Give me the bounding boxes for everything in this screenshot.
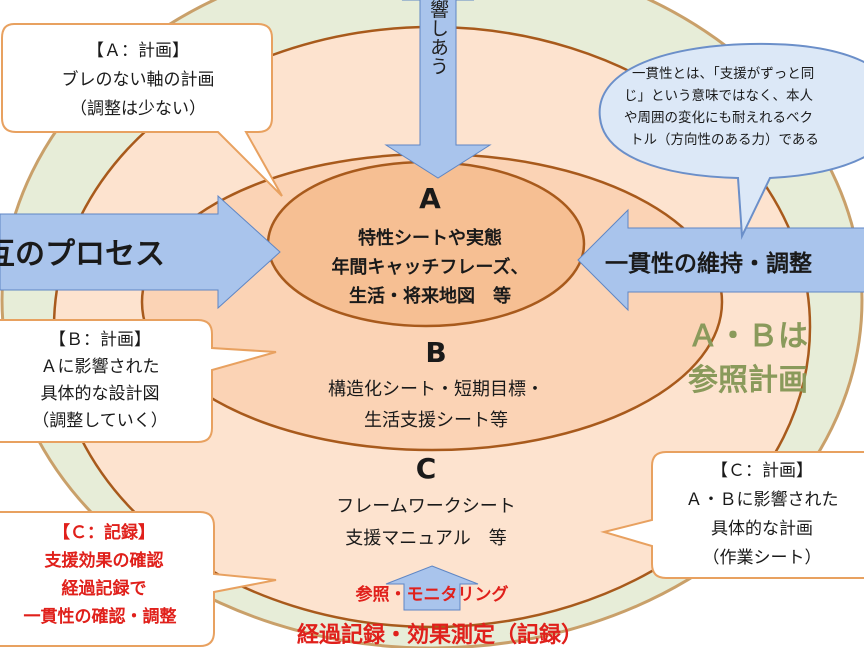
c-line-1: フレームワークシート (336, 496, 515, 517)
consistency-bubble: 一貫性とは、「支援がずっと同 じ」という意味ではなく、本人 や周囲の変化にも耐え… (598, 42, 864, 240)
ab-reference-line-1: Ａ・Ｂは (688, 319, 808, 354)
callout-c-record-line-2: 経過記録で (62, 578, 147, 599)
c-letter: C (416, 452, 437, 485)
callout-c-plan-line-1: Ａ・Ｂに影響された (686, 490, 839, 510)
callout-b-plan-line-3: （調整していく） (32, 411, 168, 431)
callout-c-record-line-1: 支援効果の確認 (45, 550, 164, 571)
b-line-2: 生活支援シート等 (364, 410, 508, 431)
callout-b-plan-title: 【Ｂ：計画】 (49, 330, 151, 350)
consistency-line-1: 一貫性とは、「支援がずっと同 (632, 66, 814, 82)
callout-b-plan-line-1: Ａに影響された (41, 357, 160, 377)
consistency-line-3: や周囲の変化にも耐えれるベク (624, 109, 813, 126)
callout-a-plan-title: 【Ａ：計画】 (87, 41, 189, 61)
c-line-2: 支援マニュアル 等 (345, 528, 506, 549)
mutual-process-arrow: 相互のプロセス (0, 194, 281, 310)
callout-b-plan: 【Ｂ：計画】 Ａに影響された 具体的な設計図 （調整していく） (0, 319, 277, 443)
a-line-1: 特性シートや実態 (358, 227, 502, 249)
callout-c-plan-title: 【Ｃ：計画】 (711, 461, 813, 481)
callout-b-plan-line-2: 具体的な設計図 (41, 384, 160, 404)
callout-a-plan-line-2: （調整は少ない） (70, 99, 206, 119)
b-line-1: 構造化シート・短期目標・ (328, 379, 544, 400)
ab-reference-line-2: 参照計画 (688, 363, 808, 398)
callout-c-plan-line-3: （作業シート） (703, 548, 822, 568)
monitoring-arrow-label: 参照・モニタリング (356, 584, 509, 605)
influence-arrow: 影響しあう (384, 0, 492, 179)
a-letter: A (419, 182, 441, 215)
callout-c-plan-line-2: 具体的な計画 (711, 519, 813, 539)
influence-arrow-label: 影響しあう (427, 0, 449, 76)
consistency-line-2: じ」という意味ではなく、本人 (624, 87, 813, 104)
monitoring-arrow: 参照・モニタリング (356, 565, 509, 611)
consistency-arrow-label: 一貫性の維持・調整 (605, 250, 812, 277)
callout-c-record: 【Ｃ：記録】 支援効果の確認 経過記録で 一貫性の確認・調整 (0, 511, 277, 647)
progress-record-label: 経過記録・効果測定（記録） (297, 622, 583, 648)
mutual-process-label: 相互のプロセス (0, 237, 165, 272)
a-line-2: 年間キャッチフレーズ、 (331, 256, 528, 278)
callout-c-record-line-3: 一貫性の確認・調整 (24, 606, 177, 627)
callout-c-plan: 【Ｃ：計画】 Ａ・Ｂに影響された 具体的な計画 （作業シート） (600, 451, 864, 579)
b-letter: B (425, 336, 446, 369)
callout-a-plan-line-1: ブレのない軸の計画 (62, 69, 215, 90)
a-line-3: 生活・将来地図 等 (349, 285, 511, 307)
consistency-line-4: トル（方向性のある力）である (630, 132, 819, 148)
consistency-arrow: 一貫性の維持・調整 (577, 208, 864, 312)
callout-c-record-title: 【Ｃ：記録】 (53, 522, 155, 543)
callout-a-plan: 【Ａ：計画】 ブレのない軸の計画 （調整は少ない） (1, 23, 283, 197)
